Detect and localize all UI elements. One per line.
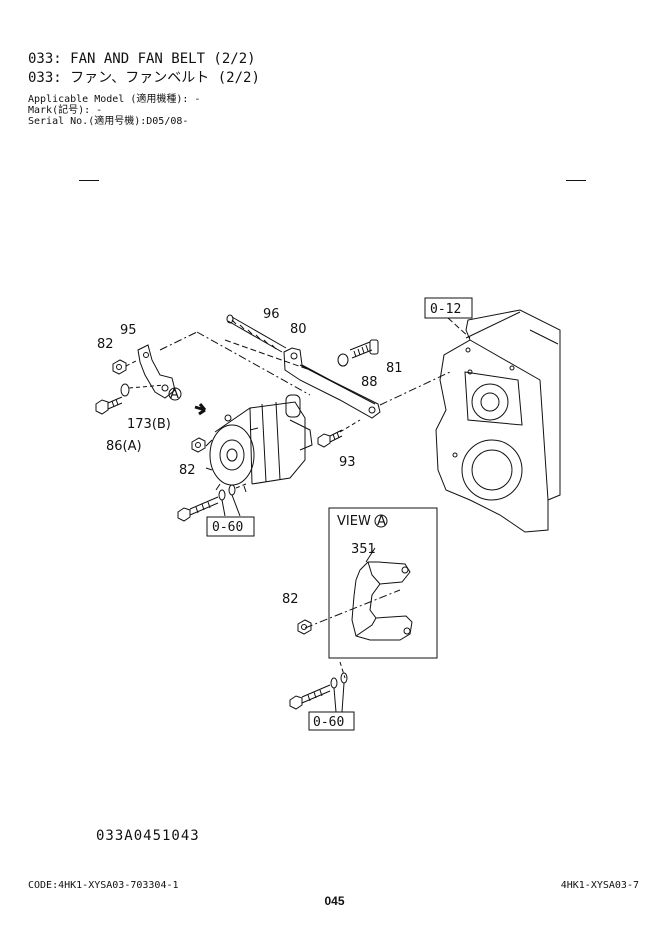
serial-number: Serial No.(適用号機):D05/08-	[28, 116, 189, 127]
bolt-0-60-lower	[289, 672, 348, 710]
ref-label-0-12: 0-12	[430, 302, 461, 317]
page-title-en: 033: FAN AND FAN BELT (2/2)	[28, 51, 256, 67]
footer-code-right: 4HK1-XYSA03-7	[560, 880, 639, 891]
bolt-93-drawing	[317, 429, 343, 448]
callout-88: 88	[361, 375, 378, 390]
nut-82-mid	[191, 437, 206, 453]
washer-173	[120, 383, 130, 397]
stud-96-drawing	[226, 314, 287, 353]
crop-mark-right	[566, 180, 586, 181]
nut-82-top	[112, 359, 139, 375]
callout-82-top: 82	[97, 337, 114, 352]
view-a-marker: A	[170, 387, 179, 402]
view-a-box	[328, 507, 438, 659]
callout-96: 96	[263, 307, 280, 322]
callout-351: 351	[351, 542, 376, 557]
callout-86: 86(A)	[106, 439, 142, 454]
callout-95: 95	[120, 323, 137, 338]
page-title-jp: 033: ファン、ファンベルト (2/2)	[28, 70, 260, 86]
ref-box-0-60-b	[308, 711, 355, 731]
applicable-model: Applicable Model (適用機種): -	[28, 94, 201, 105]
ref-label-0-60-a: 0-60	[212, 520, 243, 535]
callout-173: 173(B)	[127, 417, 171, 432]
mark-field: Mark(記号): -	[28, 105, 103, 116]
bracket-80-drawing	[283, 347, 381, 419]
callout-80: 80	[290, 322, 307, 337]
view-label: VIEW	[337, 514, 371, 529]
page-number: 045	[324, 894, 345, 908]
washer-88	[337, 353, 349, 367]
callout-82-view: 82	[282, 592, 299, 607]
nut-82-view	[297, 619, 312, 635]
illustration-code: 033A0451043	[96, 828, 200, 844]
ref-box-0-60-a	[206, 516, 255, 537]
bracket-351-drawing	[351, 547, 413, 641]
engine-block-drawing	[435, 309, 561, 533]
footer-code-left: CODE:4HK1-XYSA03-703304-1	[28, 880, 179, 891]
bolt-86-drawing	[95, 396, 123, 415]
callout-81: 81	[386, 361, 403, 376]
crop-mark-left	[79, 180, 99, 181]
view-letter: A	[377, 514, 386, 529]
ref-label-0-60-b: 0-60	[313, 715, 344, 730]
callout-82-mid: 82	[179, 463, 196, 478]
bolt-81-drawing	[349, 339, 379, 359]
alternator-drawing	[205, 394, 313, 493]
callout-93: 93	[339, 455, 356, 470]
bolt-0-60-upper	[177, 484, 236, 522]
